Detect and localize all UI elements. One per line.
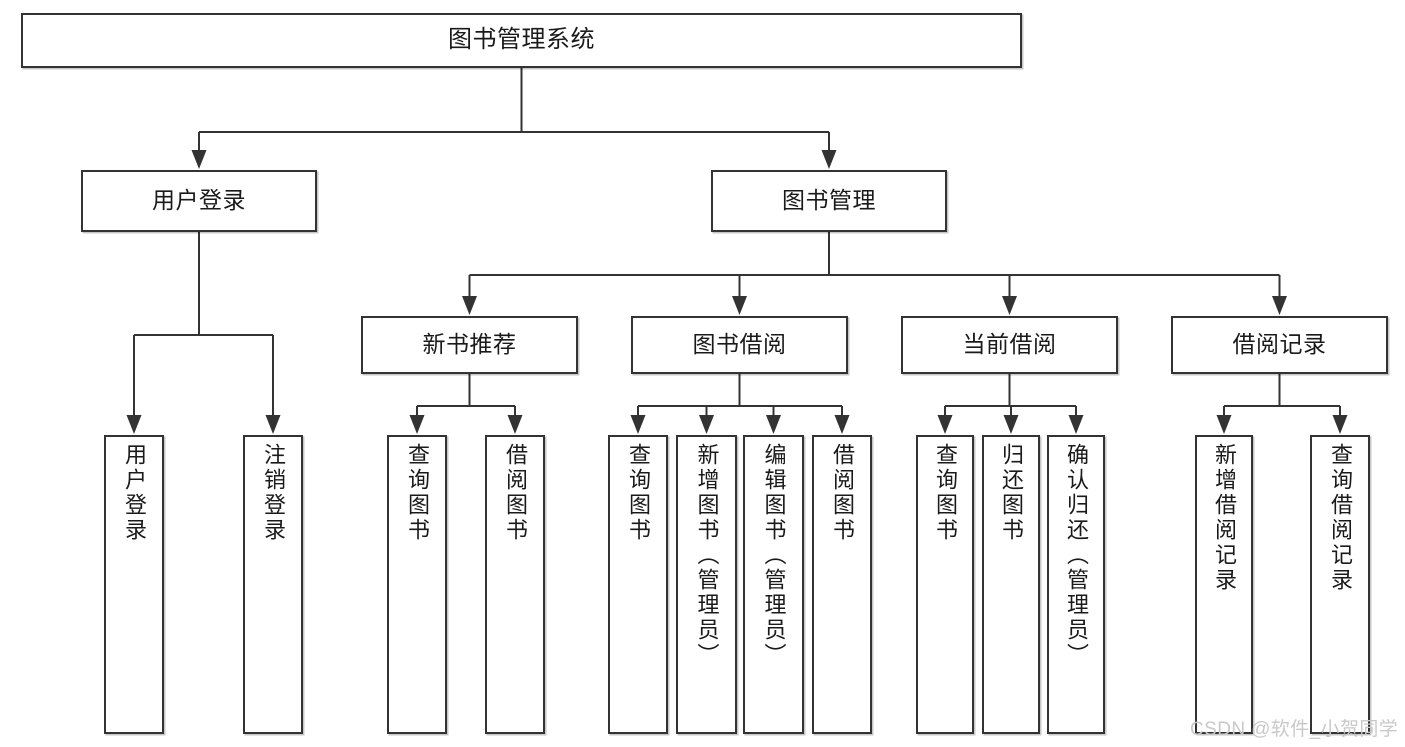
node-leaf-user-login[interactable]: 用户登录 <box>104 435 164 734</box>
node-leaf-query-book-rec[interactable]: 查询图书 <box>387 435 447 734</box>
arrowhead-leaf-user-login <box>126 415 142 434</box>
node-label: 查询图书 <box>626 443 651 543</box>
arrowhead-leaf-return-book <box>1003 415 1019 434</box>
node-label: 查询借阅记录 <box>1328 443 1353 593</box>
arrowhead-l2-user-login <box>191 150 207 169</box>
arrowhead-leaf-confirm-return <box>1068 415 1084 434</box>
node-leaf-logout-login[interactable]: 注销登录 <box>243 435 303 734</box>
node-label: 借阅图书 <box>830 443 855 543</box>
node-label: 用户登录 <box>122 443 147 543</box>
node-leaf-borrow-book-rec[interactable]: 借阅图书 <box>485 435 545 734</box>
watermark-label: CSDN @软件_小贺同学 <box>1190 719 1399 740</box>
node-root[interactable]: 图书管理系统 <box>21 13 1022 68</box>
arrowhead-leaf-add-book <box>699 415 714 434</box>
arrowhead-l3-borrow-record <box>1272 296 1287 315</box>
node-label: 借阅图书 <box>503 443 528 543</box>
node-label: 新增图书（管理员） <box>694 443 720 668</box>
node-l3-borrow-record[interactable]: 借阅记录 <box>1171 316 1388 374</box>
node-label: 查询图书 <box>933 443 958 543</box>
arrowhead-leaf-query-book-borrow <box>630 415 646 434</box>
node-label: 查询图书 <box>405 443 430 543</box>
node-label: 当前借阅 <box>962 331 1057 358</box>
node-label: 图书借阅 <box>692 331 787 358</box>
arrowhead-leaf-borrow-book-rec <box>507 415 523 434</box>
node-label: 编辑图书（管理员） <box>761 443 787 668</box>
node-l3-new-book-rec[interactable]: 新书推荐 <box>361 316 578 374</box>
node-label: 归还图书 <box>999 443 1024 543</box>
node-leaf-query-book-cur[interactable]: 查询图书 <box>916 435 974 734</box>
node-leaf-confirm-return[interactable]: 确认归还（管理员） <box>1047 435 1105 734</box>
node-leaf-add-record[interactable]: 新增借阅记录 <box>1195 435 1253 734</box>
node-l3-book-borrow[interactable]: 图书借阅 <box>631 316 848 374</box>
node-l2-user-login[interactable]: 用户登录 <box>81 170 317 232</box>
node-label: 确认归还（管理员） <box>1064 443 1089 668</box>
arrowhead-leaf-query-book-rec <box>409 415 425 434</box>
node-leaf-return-book[interactable]: 归还图书 <box>982 435 1040 734</box>
arrowhead-l3-current-borrow <box>1002 296 1017 315</box>
node-leaf-borrow-book[interactable]: 借阅图书 <box>812 435 872 734</box>
node-leaf-query-book-borrow[interactable]: 查询图书 <box>608 435 668 734</box>
node-label: 新增借阅记录 <box>1212 443 1237 593</box>
node-label: 借阅记录 <box>1232 331 1327 358</box>
arrowhead-leaf-borrow-book <box>834 415 850 434</box>
node-leaf-edit-book[interactable]: 编辑图书（管理员） <box>743 435 804 734</box>
node-label: 新书推荐 <box>422 331 517 358</box>
node-label: 图书管理系统 <box>448 26 595 54</box>
arrowhead-l3-new-book-rec <box>462 296 477 315</box>
arrowhead-leaf-add-record <box>1216 415 1232 434</box>
arrowhead-leaf-logout-login <box>265 415 281 434</box>
node-leaf-query-record[interactable]: 查询借阅记录 <box>1310 435 1370 734</box>
node-l3-current-borrow[interactable]: 当前借阅 <box>901 316 1118 374</box>
arrowhead-leaf-query-record <box>1332 415 1348 434</box>
node-label: 图书管理 <box>782 187 876 214</box>
arrowhead-leaf-edit-book <box>766 415 781 434</box>
node-label: 用户登录 <box>152 187 246 214</box>
arrowhead-l3-book-borrow <box>732 296 747 315</box>
node-label: 注销登录 <box>261 443 286 543</box>
arrowhead-l2-book-mgmt <box>821 150 837 169</box>
node-l2-book-mgmt[interactable]: 图书管理 <box>711 170 947 232</box>
node-leaf-add-book[interactable]: 新增图书（管理员） <box>676 435 737 734</box>
arrowhead-leaf-query-book-cur <box>937 415 953 434</box>
